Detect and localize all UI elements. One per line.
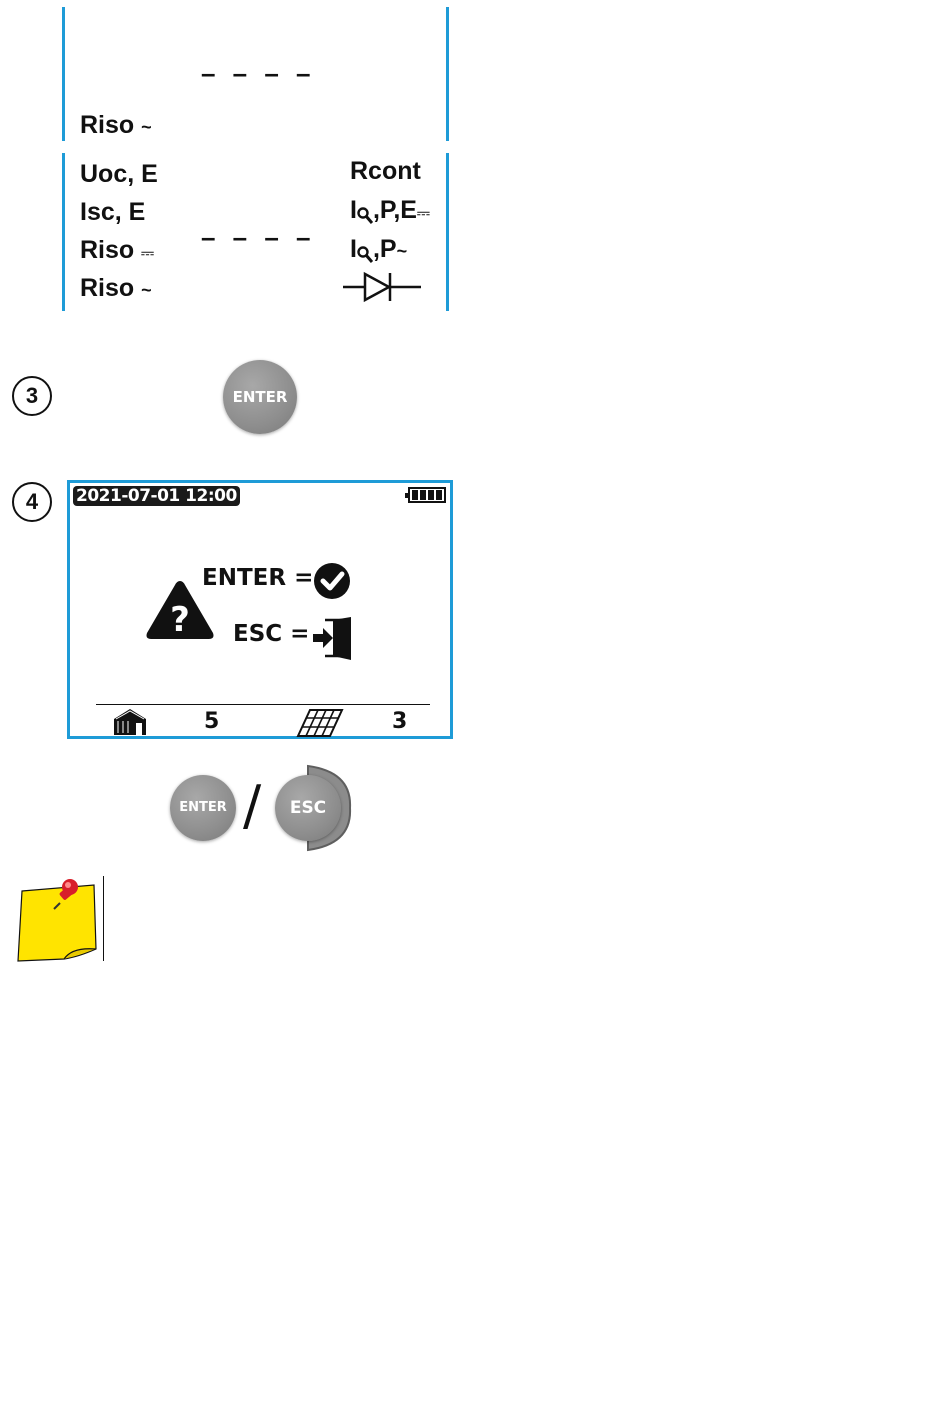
riso-ac-label: Riso ~	[80, 110, 152, 142]
house-count: 5	[204, 709, 219, 734]
status-separator	[96, 704, 430, 705]
enter-confirm-line: ENTER =	[202, 565, 313, 591]
menu-item-label: Isc, E	[80, 198, 145, 226]
pinned-note-icon	[16, 873, 100, 965]
svg-text:?: ?	[170, 600, 190, 640]
esc-exit-line: ESC =	[233, 621, 309, 647]
menu-left-border	[62, 153, 65, 311]
menu-item-prefix: I	[350, 196, 357, 224]
menu-item-label: ,P	[373, 235, 397, 263]
battery-full-icon	[408, 487, 446, 503]
exit-door-icon	[311, 616, 355, 662]
menu-right-border	[446, 153, 449, 311]
panel-count: 3	[392, 709, 407, 734]
menu-item-riso-dc[interactable]: Riso ⎓	[80, 235, 154, 269]
check-circle-icon	[313, 562, 351, 600]
menu-item-prefix: I	[350, 235, 357, 263]
menu-item-clamp-current-ac[interactable]: I ,P~	[350, 234, 407, 266]
diode-icon[interactable]	[343, 271, 421, 303]
measurement-placeholder: – – – –	[201, 222, 316, 253]
clamp-icon	[357, 206, 373, 224]
menu-item-label: Riso	[80, 274, 134, 302]
ac-symbol: ~	[397, 241, 408, 261]
note-divider	[103, 876, 104, 961]
menu-item-isc[interactable]: Isc, E	[80, 197, 145, 227]
menu-item-label: Riso	[80, 236, 134, 264]
dc-symbol: ⎓	[141, 245, 154, 262]
panel-right-border	[446, 7, 449, 141]
ac-symbol: ~	[141, 280, 152, 300]
device-screen: 2021-07-01 12:00 ? ENTER = ESC = 5 3	[67, 480, 453, 739]
enter-button[interactable]: ENTER	[223, 360, 297, 434]
label-text: Riso	[80, 111, 134, 139]
house-icon	[110, 707, 152, 737]
esc-button[interactable]: ESC	[275, 775, 341, 841]
measurement-placeholder: – – – –	[201, 58, 316, 89]
solar-panel-icon	[296, 708, 344, 738]
menu-item-riso-ac[interactable]: Riso ~	[80, 273, 152, 305]
menu-item-label: Uoc, E	[80, 160, 158, 188]
or-separator: /	[243, 776, 261, 836]
panel-left-border	[62, 7, 65, 141]
menu-item-label: ,P,E	[373, 196, 417, 224]
datetime-display: 2021-07-01 12:00	[73, 486, 240, 506]
dc-symbol: ⎓	[417, 205, 430, 222]
enter-button[interactable]: ENTER	[170, 775, 236, 841]
menu-item-label: Rcont	[350, 157, 421, 185]
clamp-icon	[357, 245, 373, 263]
step-4-marker: 4	[12, 482, 52, 522]
ac-symbol: ~	[141, 117, 152, 137]
menu-item-clamp-current-dc[interactable]: I ,P,E⎓	[350, 195, 430, 229]
menu-item-uoc[interactable]: Uoc, E	[80, 159, 158, 189]
step-3-marker: 3	[12, 376, 52, 416]
menu-item-rcont[interactable]: Rcont	[350, 156, 421, 186]
